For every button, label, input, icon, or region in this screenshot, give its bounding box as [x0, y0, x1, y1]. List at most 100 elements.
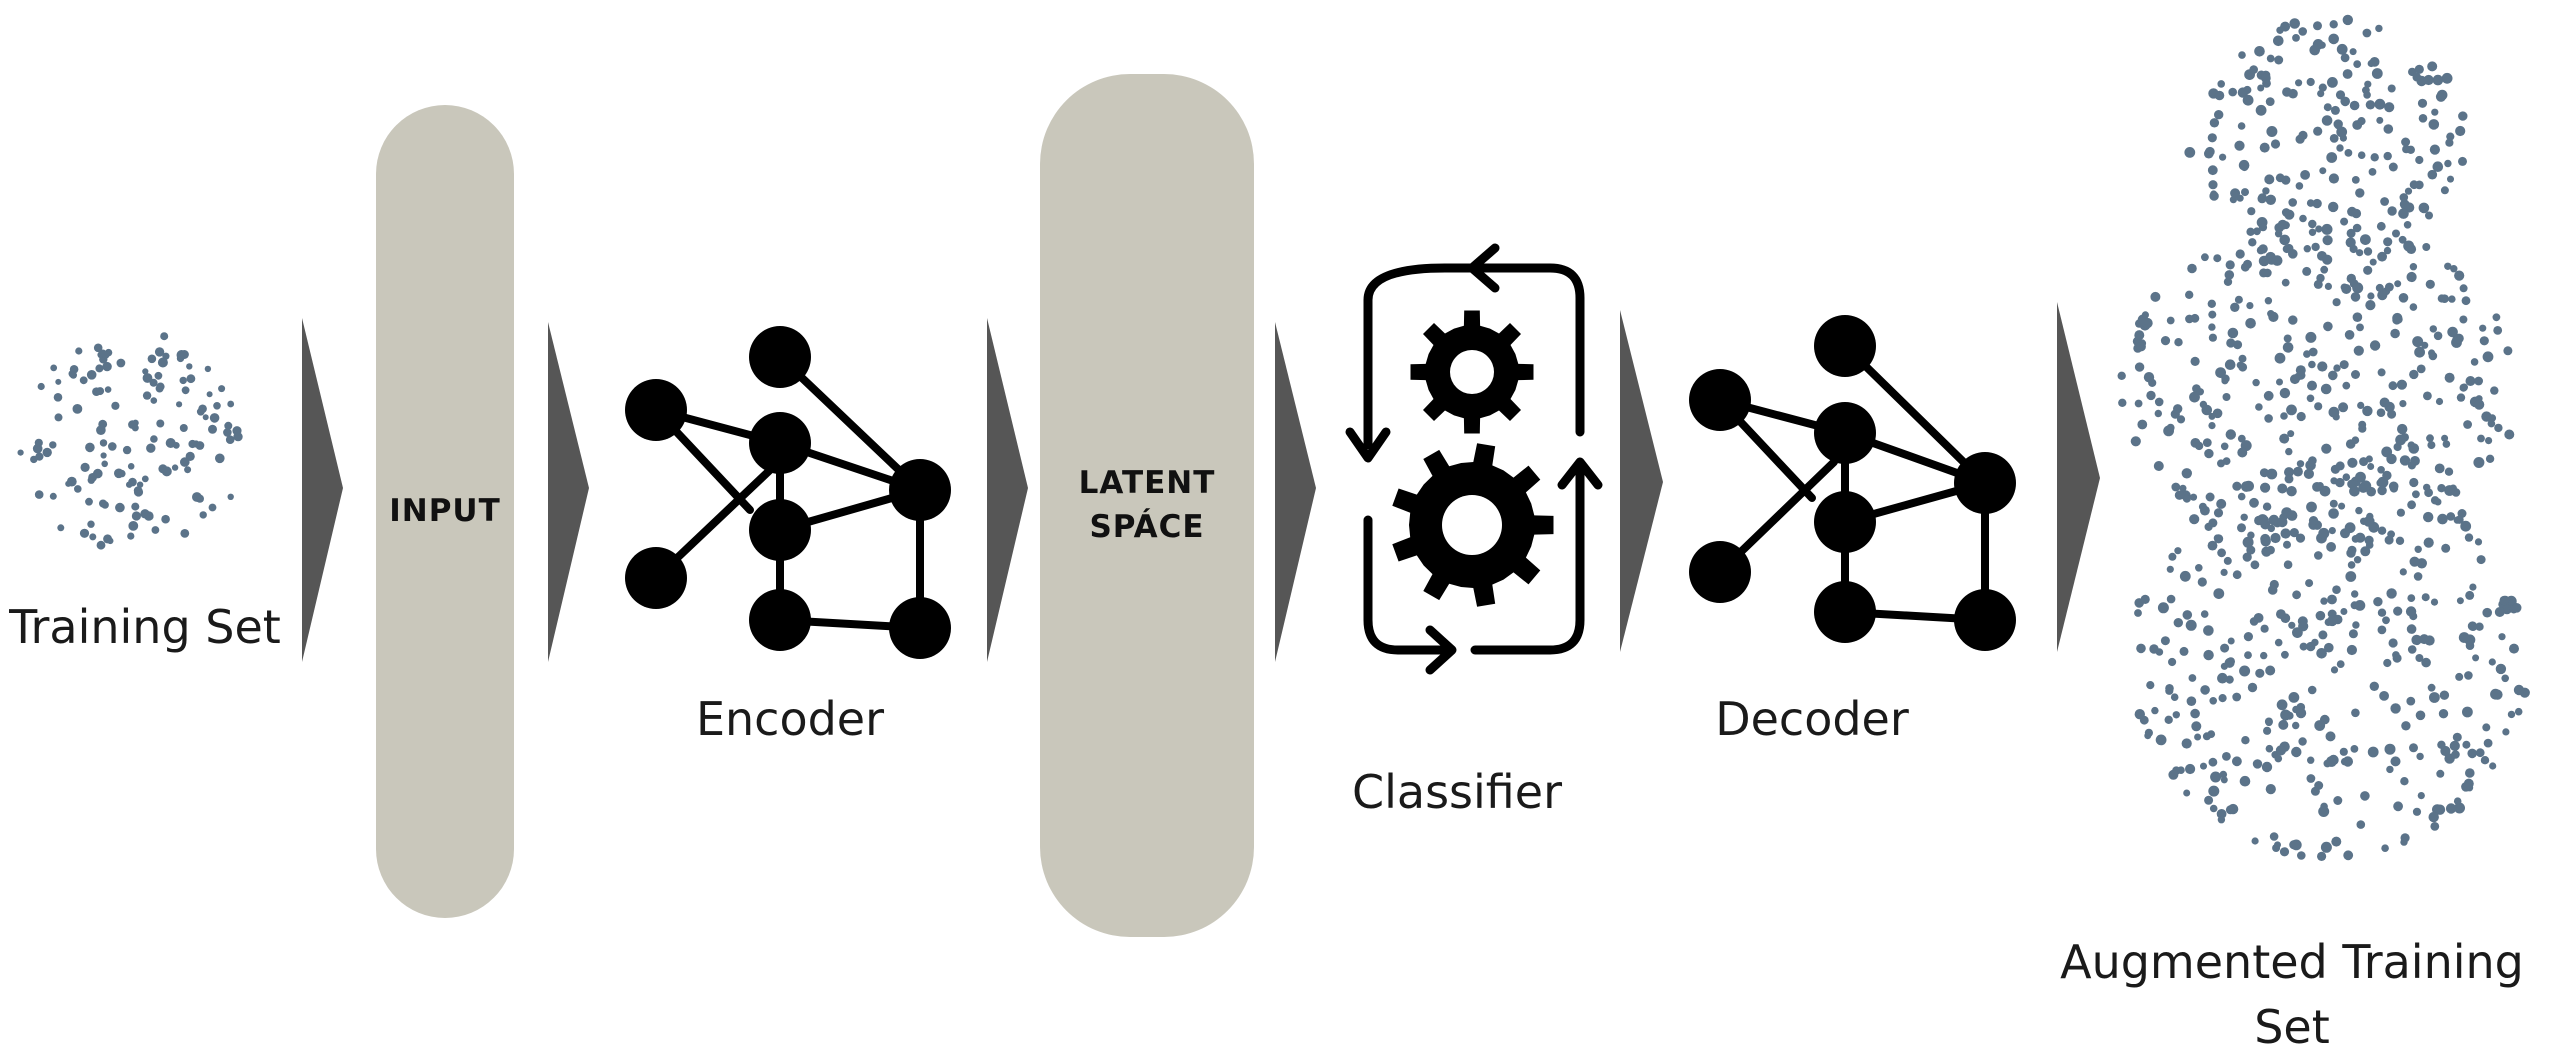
data-point-dot [2207, 133, 2217, 143]
data-point-dot [2208, 412, 2216, 420]
data-point-dot [2278, 719, 2289, 730]
data-point-dot [2392, 315, 2402, 325]
data-point-dot [2324, 642, 2334, 653]
data-point-dot [2339, 747, 2348, 756]
data-point-dot [2134, 362, 2145, 372]
data-point-dot [2245, 318, 2256, 329]
data-point-dot [2238, 354, 2247, 363]
data-point-dot [2414, 545, 2422, 553]
data-point-dot [2274, 55, 2284, 65]
data-point-dot [2342, 381, 2351, 390]
data-point-dot [2456, 597, 2464, 605]
data-point-dot [2179, 484, 2187, 492]
data-point-dot [2267, 524, 2275, 533]
data-point-dot [2365, 100, 2376, 110]
data-point-dot [2383, 246, 2392, 255]
data-point-dot [2335, 461, 2345, 471]
data-point-dot [2412, 336, 2424, 348]
data-point-dot [2427, 61, 2438, 72]
data-point-dot [2184, 147, 2196, 158]
flow-arrow-6 [2057, 302, 2100, 652]
data-point-dot [131, 502, 140, 511]
flow-arrow-5 [1620, 310, 1663, 652]
data-point-dot [2153, 461, 2164, 471]
data-point-dot [2328, 370, 2338, 381]
data-point-dot [87, 520, 95, 528]
data-point-dot [2295, 182, 2304, 190]
data-point-dot [2495, 663, 2507, 675]
data-point-dot [2320, 383, 2332, 395]
data-point-dot [2300, 170, 2311, 180]
data-point-dot [2317, 90, 2325, 98]
data-point-dot [2470, 358, 2479, 366]
data-point-dot [2353, 60, 2362, 68]
data-point-dot [2431, 108, 2439, 116]
data-point-dot [2351, 208, 2362, 219]
data-point-dot [2514, 707, 2523, 716]
data-point-dot [2279, 513, 2288, 522]
data-point-dot [2351, 708, 2360, 718]
data-point-dot [2186, 696, 2197, 706]
data-point-dot [2482, 351, 2494, 363]
data-point-dot [96, 387, 105, 396]
data-point-dot [150, 435, 158, 443]
data-point-dot [2327, 594, 2337, 605]
data-point-dot [54, 413, 63, 422]
data-point-dot [2210, 771, 2222, 783]
data-point-dot [179, 424, 188, 432]
data-point-dot [2308, 219, 2317, 229]
data-point-dot [2165, 686, 2174, 695]
data-point-dot [179, 350, 189, 359]
data-point-dot [2241, 481, 2252, 492]
data-point-dot [2409, 303, 2418, 311]
data-point-dot [2454, 270, 2465, 281]
data-point-dot [2289, 18, 2300, 29]
data-point-dot [2475, 622, 2484, 631]
data-point-dot [172, 442, 180, 449]
data-point-dot [2200, 685, 2210, 695]
data-point-dot [2353, 556, 2362, 564]
data-point-dot [2216, 809, 2227, 819]
data-point-dot [2503, 346, 2513, 356]
data-point-dot [2207, 730, 2216, 738]
data-point-dot [2344, 330, 2355, 340]
data-point-dot [2321, 443, 2332, 454]
data-point-dot [142, 391, 152, 400]
data-point-dot [2399, 400, 2407, 408]
data-point-dot [118, 469, 126, 478]
data-point-dot [2351, 535, 2360, 543]
data-point-dot [2477, 434, 2485, 443]
data-point-dot [2436, 89, 2448, 101]
data-point-dot [2295, 79, 2303, 87]
data-point-dot [2134, 709, 2145, 720]
data-point-dot [2149, 644, 2159, 654]
data-point-dot [2445, 803, 2457, 814]
data-point-dot [2157, 602, 2169, 614]
data-point-dot [2415, 710, 2426, 721]
data-point-dot [2283, 334, 2292, 343]
data-point-dot [149, 378, 158, 387]
input-layer-pill [376, 105, 514, 918]
data-point-dot [2439, 690, 2450, 700]
data-point-dot [2173, 404, 2183, 414]
input-label: INPUT [389, 493, 501, 529]
data-point-dot [2450, 265, 2458, 273]
data-point-dot [49, 492, 57, 500]
data-point-dot [2377, 466, 2385, 474]
data-point-dot [122, 445, 132, 455]
data-point-dot [2476, 555, 2486, 565]
data-point-dot [2207, 540, 2218, 551]
data-point-dot [2475, 748, 2485, 758]
data-point-dot [2217, 672, 2228, 684]
data-point-dot [128, 521, 139, 531]
data-point-dot [2356, 820, 2366, 829]
data-point-dot [2292, 705, 2300, 714]
data-point-dot [2479, 336, 2489, 346]
data-point-dot [2382, 616, 2390, 625]
data-point-dot [2284, 467, 2294, 478]
data-point-dot [147, 354, 157, 364]
data-point-dot [2367, 59, 2375, 68]
data-point-dot [2409, 369, 2419, 380]
data-point-dot [2327, 615, 2338, 627]
data-point-dot [2444, 485, 2453, 494]
